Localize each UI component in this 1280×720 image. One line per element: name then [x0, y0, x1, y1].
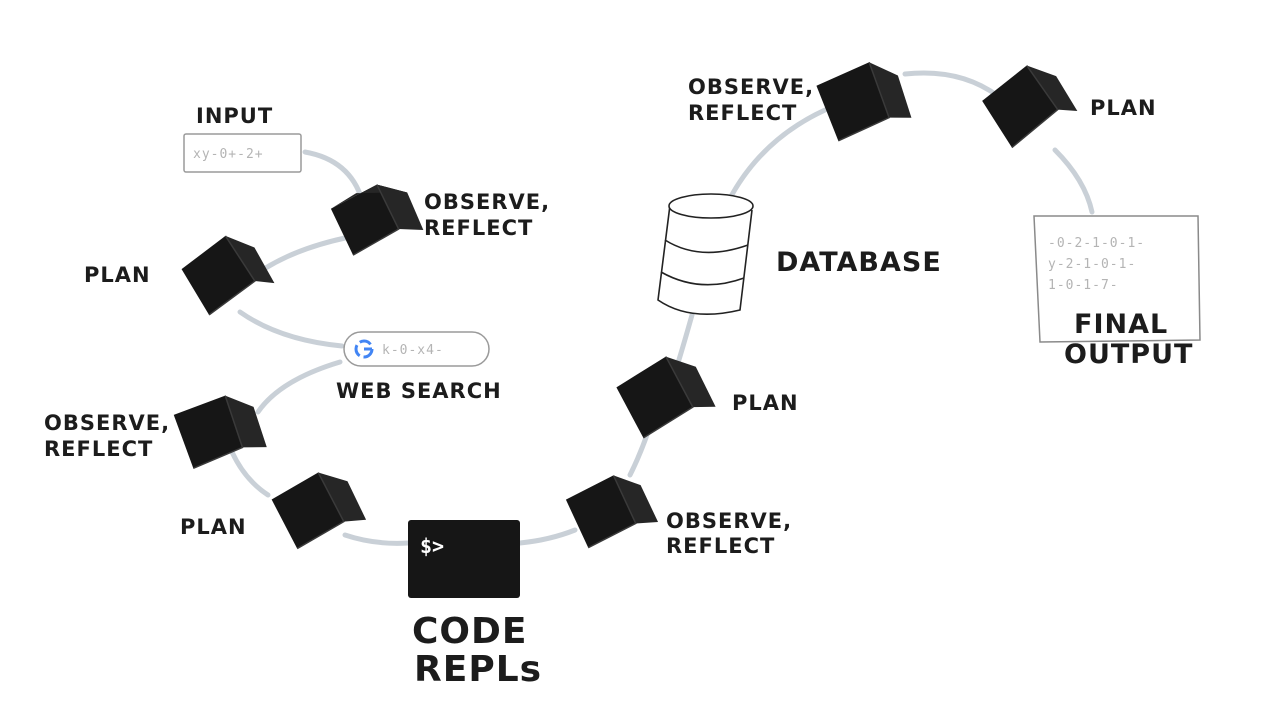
cube-observe-3 [565, 475, 659, 549]
input-label: INPUT [196, 104, 273, 128]
plan-label-1: PLAN [84, 263, 151, 287]
observe-label-2a: OBSERVE, [44, 411, 170, 435]
connector-plan-output [1052, 147, 1095, 215]
connector-observe-plan-2 [229, 449, 271, 498]
output-scribble-3: 1-0-1-7- [1048, 278, 1119, 293]
final-output-label-2: OUTPUT [1064, 339, 1193, 370]
observe-label-4b: REFLECT [688, 101, 797, 125]
connector-observe-plan [252, 235, 348, 278]
database-icon [657, 193, 754, 315]
code-label-1: CODE [412, 611, 528, 652]
database-label: DATABASE [776, 247, 942, 278]
connectors [229, 70, 1095, 546]
cube-plan-3 [616, 356, 716, 439]
observe-label-3a: OBSERVE, [666, 509, 792, 533]
observe-label-2b: REFLECT [44, 437, 153, 461]
web-search-box: k-0-x4- [343, 331, 490, 367]
observe-label-3b: REFLECT [666, 534, 775, 558]
google-g-icon [354, 339, 374, 359]
cube-observe-2 [173, 395, 267, 469]
connector-input-observe [302, 149, 365, 203]
web-search-scribble: k-0-x4- [382, 343, 444, 358]
output-scribble-1: -0-2-1-0-1- [1048, 236, 1145, 251]
cube-plan-1 [181, 235, 275, 316]
observe-label-1a: OBSERVE, [424, 190, 550, 214]
connector-observe-plan-4 [902, 70, 1001, 99]
plan-label-2: PLAN [180, 515, 247, 539]
cube-plan-4 [982, 65, 1078, 149]
terminal-window: $> [408, 520, 520, 598]
observe-label-4a: OBSERVE, [688, 75, 814, 99]
code-label-2: REPLs [414, 649, 542, 690]
connector-plan-code [342, 532, 411, 546]
connector-database-observe [725, 107, 828, 205]
input-box: xy-0+-2+ [183, 133, 302, 173]
cube-observe-1 [330, 184, 424, 256]
output-scribble-2: y-2-1-0-1- [1048, 257, 1136, 272]
final-output-label-1: FINAL [1074, 309, 1168, 340]
observe-label-1b: REFLECT [424, 216, 533, 240]
cube-plan-2 [271, 472, 367, 550]
connector-code-observe [517, 527, 578, 546]
plan-label-4: PLAN [1090, 96, 1157, 120]
web-search-label: WEB SEARCH [336, 379, 502, 403]
connector-websearch-observe [255, 359, 343, 415]
final-output-box: -0-2-1-0-1- y-2-1-0-1- 1-0-1-7- [1033, 215, 1201, 343]
connector-plan-database [675, 312, 695, 366]
input-scribble: xy-0+-2+ [193, 147, 264, 162]
connector-plan-websearch [237, 309, 345, 349]
plan-label-3: PLAN [732, 391, 799, 415]
cube-observe-4 [816, 62, 912, 142]
connector-observe-plan-3 [627, 429, 651, 478]
terminal-prompt: $> [420, 534, 444, 558]
